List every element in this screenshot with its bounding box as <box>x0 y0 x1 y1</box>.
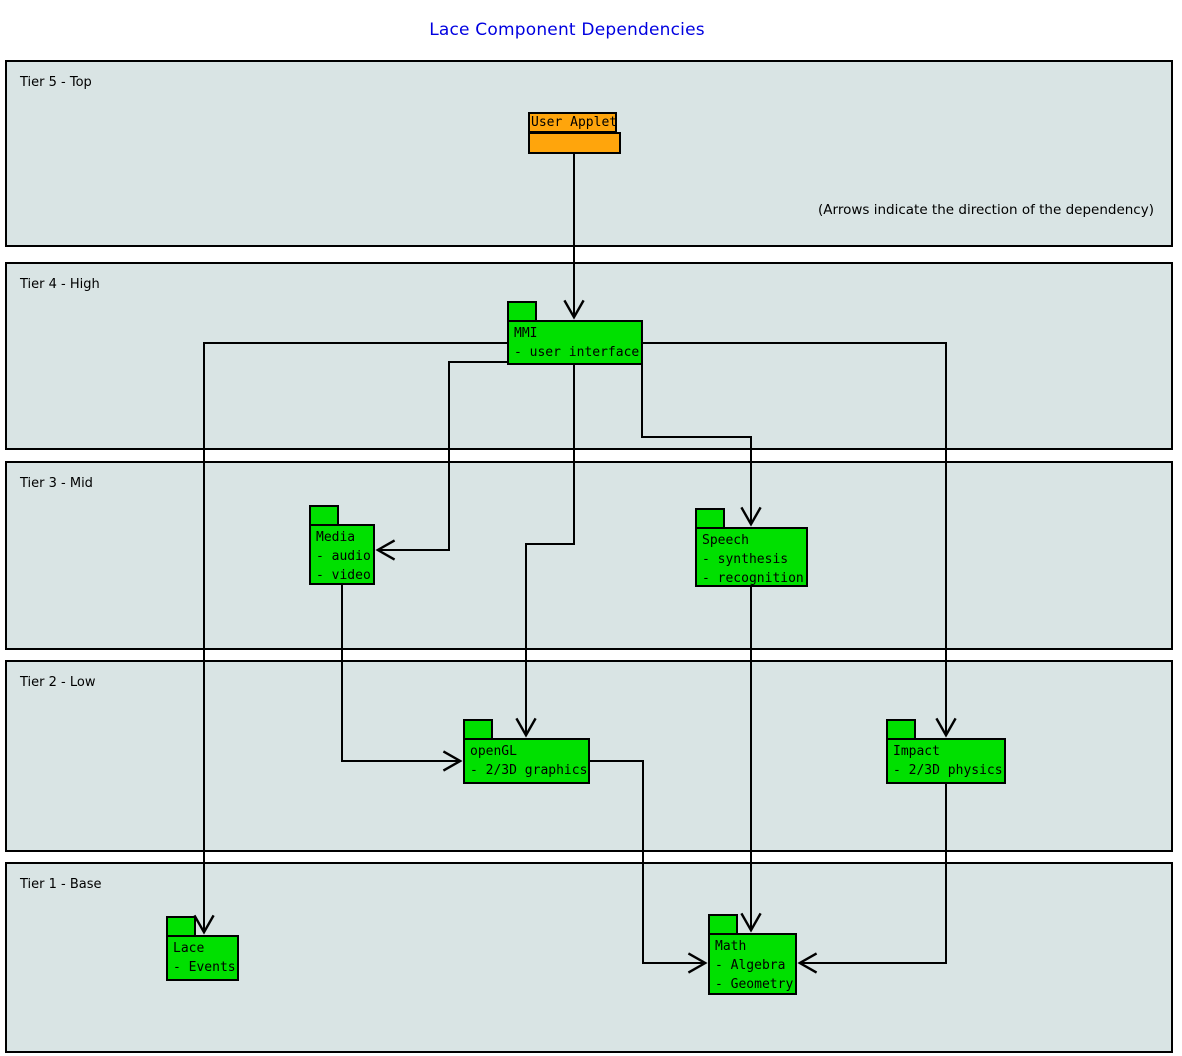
component-math-detail: - Algebra <box>715 958 786 973</box>
component-opengl-title: openGL <box>470 744 517 759</box>
diagram-title: Lace Component Dependencies <box>429 20 705 40</box>
legend-note: (Arrows indicate the direction of the de… <box>818 202 1154 218</box>
component-user-applet: User Applet <box>528 112 621 155</box>
component-user-applet-body <box>528 132 621 154</box>
component-user-applet-label: User Applet <box>528 112 617 133</box>
tier-label-5: Tier 5 - Top <box>20 75 92 90</box>
tier-band-1: Tier 1 - Base <box>5 862 1173 1053</box>
tier-label-1: Tier 1 - Base <box>20 877 102 892</box>
component-media-detail: - audio <box>316 549 371 564</box>
component-lace-title: Lace <box>173 941 205 956</box>
tier-band-4: Tier 4 - High <box>5 262 1173 450</box>
component-speech-title: Speech <box>702 533 749 548</box>
component-mmi-detail: - user interface <box>514 345 640 360</box>
component-speech-detail: - synthesis <box>702 552 789 567</box>
folder-tab-icon <box>309 505 339 526</box>
folder-tab-icon <box>166 916 196 937</box>
component-impact-detail: - 2/3D physics <box>893 763 1003 778</box>
component-mmi-title: MMI <box>514 326 538 341</box>
component-math-detail: - Geometry <box>715 977 794 992</box>
folder-tab-icon <box>507 301 537 322</box>
component-impact-title: Impact <box>893 744 940 759</box>
component-lace-detail: - Events <box>173 960 236 975</box>
tier-label-3: Tier 3 - Mid <box>20 476 93 491</box>
component-speech-detail: - recognition <box>702 571 804 586</box>
tier-label-2: Tier 2 - Low <box>20 675 96 690</box>
folder-tab-icon <box>463 719 493 740</box>
folder-tab-icon <box>708 914 738 935</box>
folder-tab-icon <box>695 508 725 529</box>
tier-band-3: Tier 3 - Mid <box>5 461 1173 650</box>
folder-tab-icon <box>886 719 916 740</box>
component-media-title: Media <box>316 530 356 545</box>
component-media-detail: - video <box>316 568 371 583</box>
component-opengl-detail: - 2/3D graphics <box>470 763 588 778</box>
component-math-title: Math <box>715 939 747 954</box>
tier-label-4: Tier 4 - High <box>20 277 100 292</box>
